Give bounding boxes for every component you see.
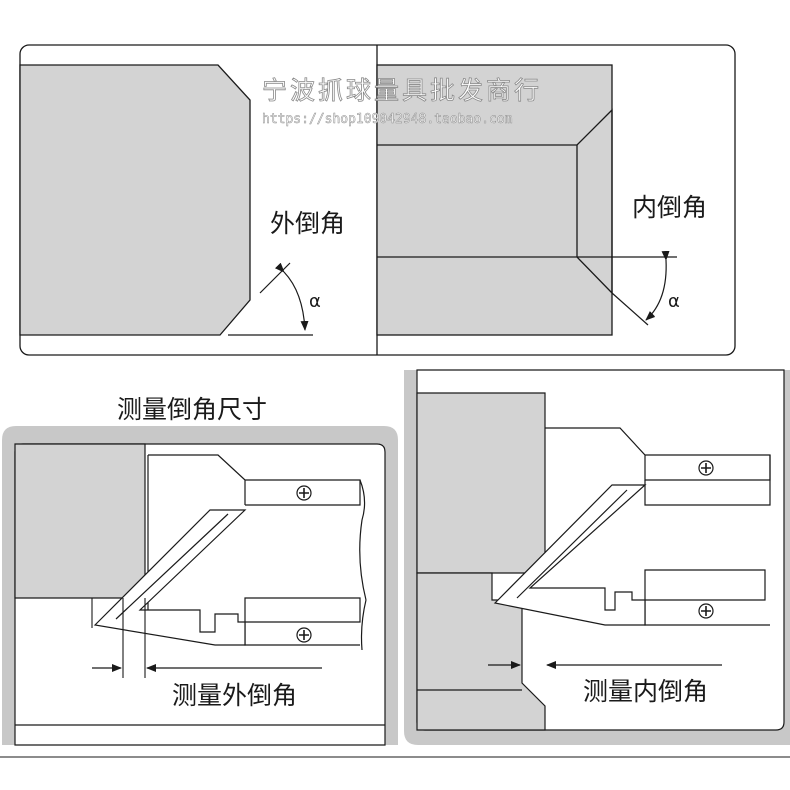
caliper-outer-jaw-edge [115,513,229,620]
caliper-inner-jaw-edge [516,489,628,599]
screw-icon-cross [299,630,309,640]
inner-chamfer-label: 内倒角 [632,193,707,222]
screw-icon-cross [299,488,309,498]
inner-chamfer-part [376,64,613,336]
bottom-left-panel: 测量倒角尺寸 测量外倒角 [2,395,398,746]
outer-angle-label: α [309,291,321,312]
screw-icon-cross [701,606,711,616]
inner-workpiece-lower [416,572,546,731]
measure-title: 测量倒角尺寸 [117,395,267,424]
caliper-outer-slider-right [360,599,367,651]
caliper-inner [493,427,771,626]
watermark-shop-name: 宁波抓球量具批发商行 [262,76,542,105]
caliper-inner-beam-right [644,455,771,506]
inner-chamfer-ext-line [611,292,649,326]
inner-workpiece [416,392,546,574]
caliper-inner-jaw [493,484,647,626]
outer-angle-arc [274,262,309,331]
outer-workpiece [14,443,146,599]
watermark-shop-url: https://shop109042948.taobao.com [262,112,513,127]
inner-chamfer-recess [377,108,613,295]
screw-icon-cross [701,463,711,473]
caliper-outer-slider-top [359,479,367,601]
caliper-outer [93,454,367,651]
measure-inner-label: 测量内倒角 [583,677,708,706]
inner-angle-label: α [668,291,680,312]
measure-outer-label: 测量外倒角 [172,681,297,710]
caliper-outer-jaw [93,509,247,646]
bottom-right-panel: 测量内倒角 [404,369,790,745]
inner-angle-arc [645,250,670,321]
top-panel: 外倒角 α 内倒角 α 宁波抓球量具批发商行 https://shop10904… [19,44,736,356]
outer-chamfer-part [19,64,251,336]
outer-chamfer-label: 外倒角 [270,209,345,238]
